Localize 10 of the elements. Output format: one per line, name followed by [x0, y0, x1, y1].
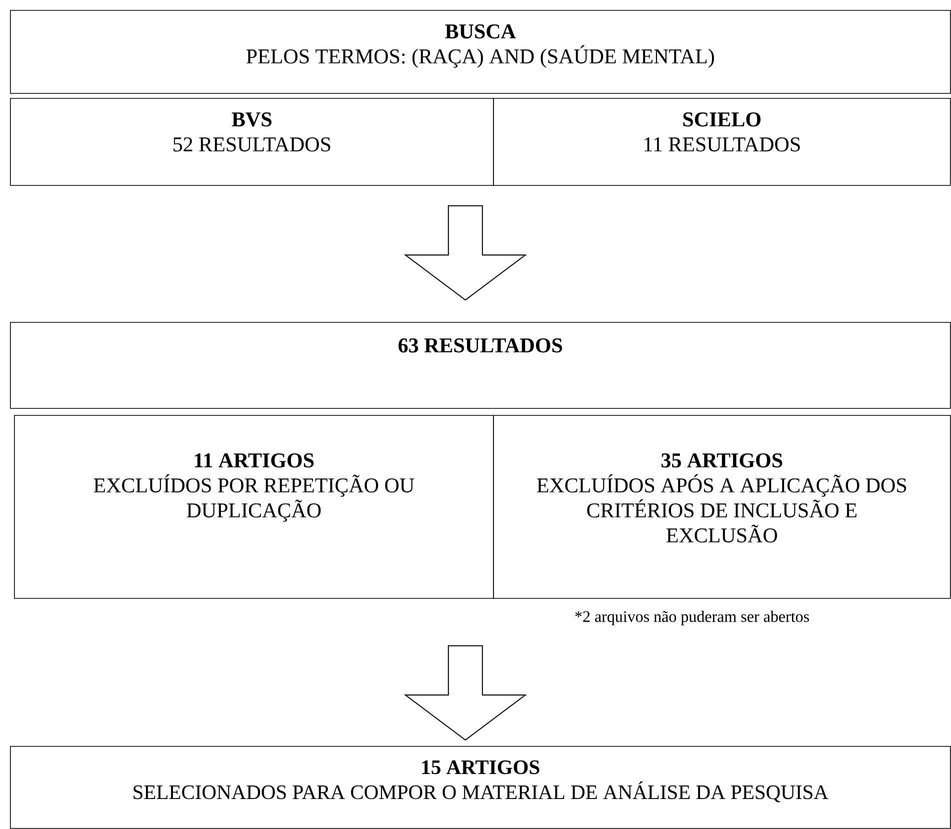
- process-box: 15 ARTIGOS SELECIONADOS PARA COMPOR O MATERIAL DE ANÁLISE DA PESQUISA: [10, 746, 951, 829]
- process-box: BVS 52 RESULTADOS: [10, 98, 494, 186]
- process-box: 35 ARTIGOS EXCLUÍDOS APÓS A APLICAÇÃO DOS CRITÉRIOS DE INCLUSÃO E EXCLUSÃO: [493, 415, 951, 599]
- process-box: BUSCA PELOS TERMOS: (RAÇA) AND (SAÚDE MENTAL): [10, 10, 951, 94]
- block-arrow: [404, 645, 527, 741]
- block-arrow: [404, 205, 527, 301]
- footnote: *2 arquivos não puderam ser abertos: [575, 610, 809, 626]
- process-box: 11 ARTIGOS EXCLUÍDOS POR REPETIÇÃO OU DUPLICAÇÃO: [14, 415, 494, 599]
- process-box: SCIELO 11 RESULTADOS: [493, 98, 951, 186]
- process-box: 63 RESULTADOS: [10, 322, 951, 409]
